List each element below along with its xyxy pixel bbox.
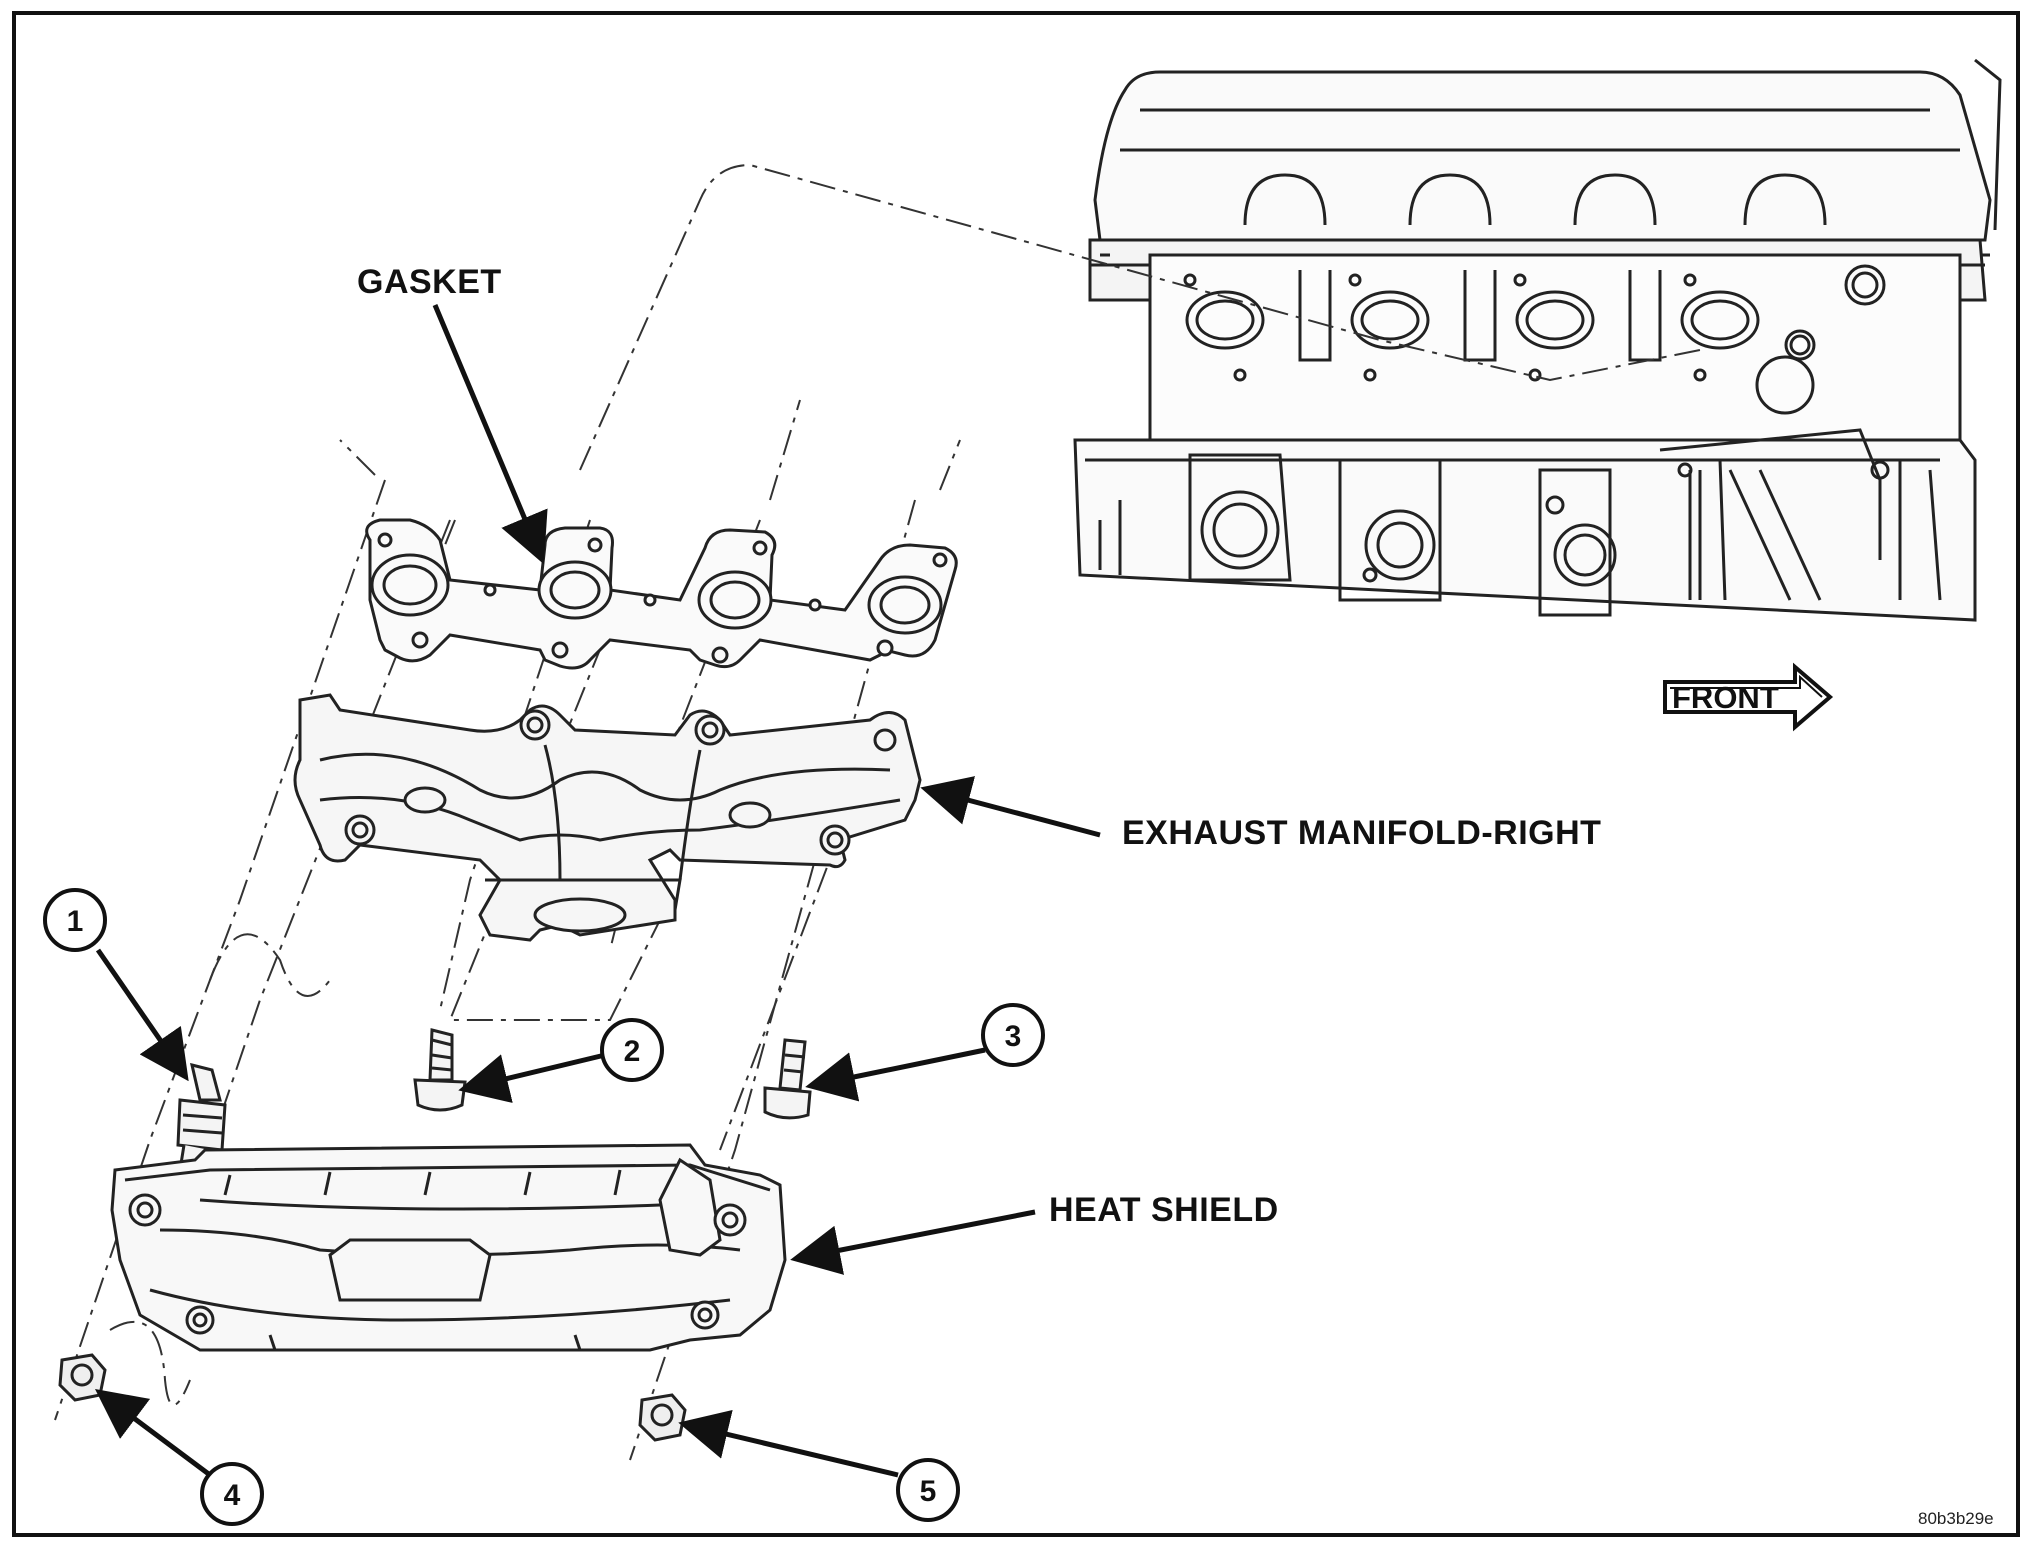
callout-3: 3 xyxy=(981,1003,1045,1067)
callout-1: 1 xyxy=(43,888,107,952)
stud-2 xyxy=(413,1028,467,1112)
callout-2-number: 2 xyxy=(624,1035,641,1068)
callout-4-number: 4 xyxy=(224,1479,241,1512)
manifold-leader-arrow xyxy=(920,776,1101,838)
callout-1-number: 1 xyxy=(67,905,84,938)
gasket-part xyxy=(365,518,958,670)
nut-4 xyxy=(58,1353,107,1402)
callout-2: 2 xyxy=(600,1018,664,1082)
heat-shield-leader-arrow xyxy=(790,1209,1036,1275)
front-label: FRONT xyxy=(1672,680,1779,715)
nut-5 xyxy=(638,1393,687,1442)
stud-1 xyxy=(176,1062,227,1177)
callout-3-number: 3 xyxy=(1005,1020,1022,1053)
callout-5-number: 5 xyxy=(920,1475,937,1508)
exhaust-manifold-part xyxy=(293,693,922,942)
callout-4: 4 xyxy=(200,1462,264,1526)
heat-shield-label: HEAT SHIELD xyxy=(1049,1191,1279,1229)
callout-1-leader-arrow xyxy=(95,948,189,1082)
gasket-leader-arrow xyxy=(432,304,548,565)
figure-id: 80b3b29e xyxy=(1918,1509,1994,1528)
callout-4-leader-arrow xyxy=(94,1389,212,1478)
leader-arrows xyxy=(94,304,1101,1478)
stud-3 xyxy=(763,1038,812,1120)
gasket-label: GASKET xyxy=(357,263,502,301)
heat-shield-part xyxy=(110,1143,787,1352)
exhaust-manifold-label: EXHAUST MANIFOLD-RIGHT xyxy=(1122,814,1602,852)
callout-5-leader-arrow xyxy=(678,1409,899,1478)
engine-cylinder-head xyxy=(1073,58,2002,622)
callout-circles: 1 2 3 4 5 xyxy=(43,888,1045,1526)
front-direction-arrow: FRONT xyxy=(1663,662,1834,732)
diagram-border xyxy=(12,11,2020,1537)
callout-2-leader-arrow xyxy=(458,1052,606,1103)
callout-3-leader-arrow xyxy=(805,1047,986,1102)
callout-5: 5 xyxy=(896,1458,960,1522)
